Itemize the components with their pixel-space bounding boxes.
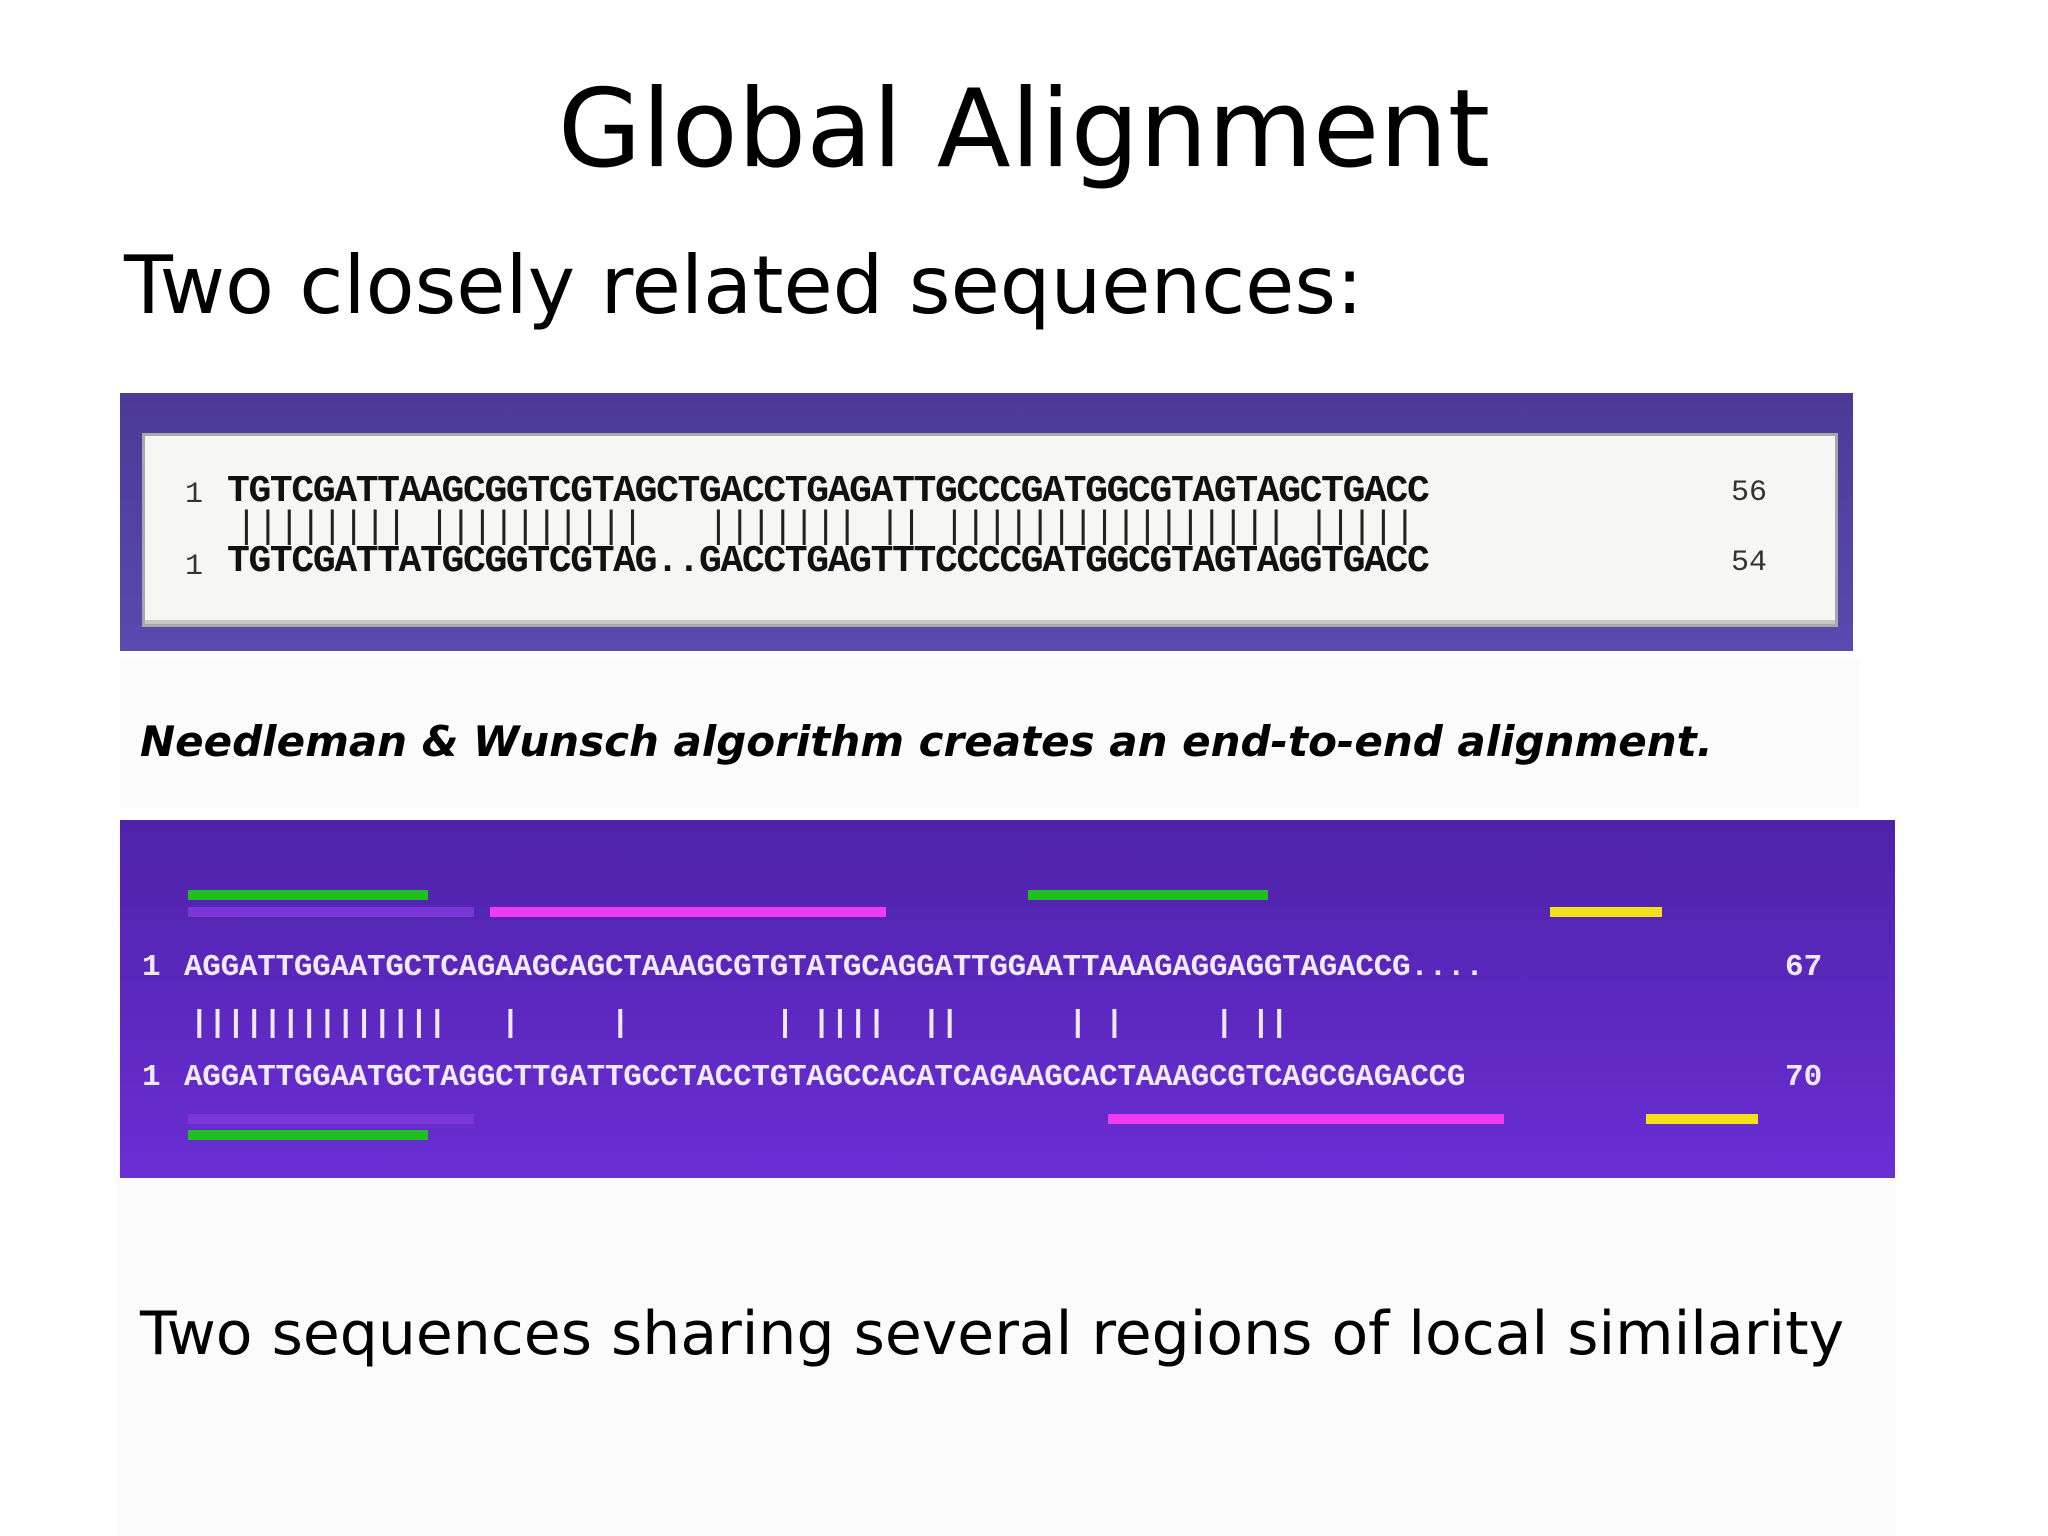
highlight-purple-top <box>188 907 474 917</box>
slide-title: Global Alignment <box>557 67 1491 192</box>
highlight-green-top-2 <box>1028 890 1268 900</box>
slide-subtitle: Two closely related sequences: <box>124 239 1364 332</box>
match-bars: |||||||||||||| | | | |||| || | | | || <box>190 1006 1289 1041</box>
top-sequence: TGTCGATTAAGCGGTCGTAGCTGACCTGAGATTGCCCGAT… <box>227 470 1430 513</box>
bottom-sequence: TGTCGATTATGCGGTCGTAG..GACCTGAGTTTCCCCGAT… <box>227 540 1430 583</box>
highlight-magenta-top <box>490 907 886 917</box>
top-end-number: 56 <box>1731 476 1768 510</box>
local-similarity-caption: Two sequences sharing several regions of… <box>140 1299 1845 1369</box>
top-end-number: 67 <box>1785 950 1823 985</box>
top-start-number: 1 <box>185 478 204 512</box>
bottom-end-number: 70 <box>1785 1060 1823 1095</box>
global-alignment-box: 1 TGTCGATTAAGCGGTCGTAGCTGACCTGAGATTGCCCG… <box>142 433 1838 627</box>
highlight-yellow-bottom <box>1646 1114 1758 1124</box>
global-alignment-panel: 1 TGTCGATTAAGCGGTCGTAGCTGACCTGAGATTGCCCG… <box>120 393 1853 651</box>
bottom-start-number: 1 <box>185 550 204 584</box>
highlight-yellow-top <box>1550 907 1662 917</box>
bottom-sequence: AGGATTGGAATGCTAGGCTTGATTGCCTACCTGTAGCCAC… <box>184 1060 1466 1095</box>
algorithm-caption: Needleman & Wunsch algorithm creates an … <box>140 717 1713 766</box>
local-alignment-panel: 1 AGGATTGGAATGCTCAGAAGCAGCTAAAGCGTGTATGC… <box>120 820 1895 1178</box>
caption-band <box>120 658 1860 808</box>
highlight-magenta-bottom <box>1108 1114 1504 1124</box>
highlight-green-top <box>188 890 428 900</box>
highlight-purple-bottom <box>188 1114 474 1124</box>
top-start-number: 1 <box>142 950 161 985</box>
bottom-band <box>116 1178 1895 1536</box>
highlight-green-bottom <box>188 1130 428 1140</box>
bottom-start-number: 1 <box>142 1060 161 1095</box>
top-sequence: AGGATTGGAATGCTCAGAAGCAGCTAAAGCGTGTATGCAG… <box>184 950 1484 985</box>
bottom-end-number: 54 <box>1731 546 1768 580</box>
match-bars: |||||||| |||||||||| ||||||| || |||||||||… <box>235 506 1416 549</box>
